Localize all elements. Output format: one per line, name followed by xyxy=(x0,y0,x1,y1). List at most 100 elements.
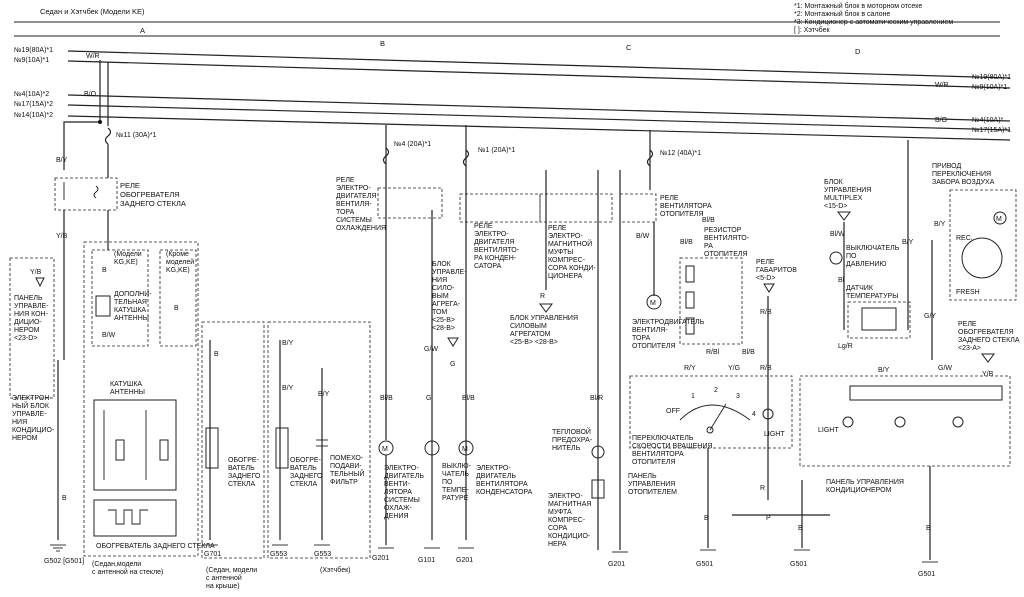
ground-g501-b: G501 xyxy=(790,561,807,568)
rear-defroster-2-4: СТЕКЛА xyxy=(228,481,255,488)
cooling-motor-icon: M xyxy=(382,446,388,453)
rear-defrost-relay-label-1: РЕЛЕ xyxy=(120,181,140,190)
pressure-switch-1: ВЫКЛЮЧАТЕЛЬ xyxy=(846,245,900,252)
ground-g553-a: G553 xyxy=(270,551,287,558)
cooling-relay-7: ОХЛАЖДЕНИЯ xyxy=(336,225,386,232)
ac-panel-left-3: НИЯ КОН- xyxy=(14,311,49,318)
zone-label-b: B xyxy=(380,39,385,48)
fresh-label: FRESH xyxy=(956,289,980,296)
wire-b-w-1: B/W xyxy=(102,332,116,339)
wire-y-g: Y/G xyxy=(728,365,740,372)
heater-motor-1: ЭЛЕКТРОДВИГАТЕЛЬ xyxy=(632,319,705,326)
heater-resistor-4: ОТОПИТЕЛЯ xyxy=(704,251,748,258)
clutch-relay-5: КОМПРЕС- xyxy=(548,257,586,264)
ground-g553-b: G553 xyxy=(314,551,331,558)
rear-defroster-3-2: ВАТЕЛЬ xyxy=(290,465,317,472)
cooling-relay-5: ТОРА xyxy=(336,209,355,216)
cond-motor-2: ДВИГАТЕЛЬ xyxy=(476,473,516,480)
wire-r-2: R xyxy=(760,485,765,492)
ac-ecu-1: ЭЛЕКТРОН- xyxy=(12,395,52,402)
cond-relay-3: ДВИГАТЕЛЯ xyxy=(474,239,514,246)
wire-y-b-3: Y/B xyxy=(982,371,994,378)
wire-lg-r: Lg/R xyxy=(838,343,853,350)
feed-right-1: №19(80A)*1 xyxy=(972,74,1011,81)
heater-resistor-1: РЕЗИСТОР xyxy=(704,227,742,234)
cooling-relay-4: ВЕНТИЛЯ- xyxy=(336,201,372,208)
cooling-motor-1: ЭЛЕКТРО- xyxy=(384,465,419,472)
feed-left-3: №4(10A)*2 xyxy=(14,91,49,98)
wire-y-b-1: Y/B xyxy=(56,233,68,240)
ground-g501-c: G501 xyxy=(918,571,935,578)
wire-bl-b-5: Bl/B xyxy=(742,349,755,356)
recirc-3: ЗАБОРА ВОЗДУХА xyxy=(932,179,995,186)
clutch-relay-3: МАГНИТНОЙ xyxy=(548,239,592,248)
clutch-relay-6: СОРА КОНДИ- xyxy=(548,265,596,272)
pcm-5: ВЫМ xyxy=(432,293,449,300)
heater-resistor-3: РА xyxy=(704,243,713,250)
zone-label-c: C xyxy=(626,43,632,52)
rear-defroster-3-1: ОБОГРЕ- xyxy=(290,457,322,464)
recirc-1: ПРИВОД xyxy=(932,163,961,170)
fuse-4-label: №4 (20A)*1 xyxy=(394,141,431,148)
cooling-motor-2: ДВИГАТЕЛЬ xyxy=(384,473,424,480)
zone-label-a: A xyxy=(140,26,145,35)
clutch-relay-7: ЦИОНЕРА xyxy=(548,273,583,280)
noise-filter-2: ПОДАВИ- xyxy=(330,463,362,470)
fuse-11-label: №11 (30A)*1 xyxy=(116,132,157,139)
clutch-6: КОНДИЦИО- xyxy=(548,533,591,540)
cond-motor-3: ВЕНТИЛЯТОРА xyxy=(476,481,528,488)
wire-b-o-right: B/O xyxy=(935,117,948,124)
diagram-title: Седан и Хэтчбек (Модели KE) xyxy=(40,7,145,16)
wire-b-4: B xyxy=(214,351,219,358)
ac-panel-left-6: <23-D> xyxy=(14,335,37,342)
multiplex-1: БЛОК xyxy=(824,179,844,186)
wire-r-b-2: R/B xyxy=(760,365,772,372)
switch-pos-3: 3 xyxy=(736,393,740,400)
heater-motor-3: ТОРА xyxy=(632,335,651,342)
cond-relay-4: ВЕНТИЛЯТО- xyxy=(474,247,520,254)
rear-defrost-relay-label-3: ЗАДНЕГО СТЕКЛА xyxy=(120,199,186,208)
feed-right-4: №17(15A)*1 xyxy=(972,127,1011,134)
pcm-3: НИЯ xyxy=(432,277,447,284)
cooling-motor-6: ОХЛАЖ- xyxy=(384,505,413,512)
pcm-8: <25-B> xyxy=(432,317,455,324)
sedan-roof-1: (Седан, модели xyxy=(206,567,257,574)
ground-g502: G502 [G501] xyxy=(44,558,84,565)
wire-g-w-2: G/W xyxy=(938,365,952,372)
models-kg-ke-2: KG,KE) xyxy=(114,259,138,266)
ac-ecu-2: НЫЙ БЛОК xyxy=(12,401,50,410)
extra-coil-4: АНТЕННЫ xyxy=(114,315,149,322)
rear-relay-2-2: ОБОГРЕВАТЕЛЯ xyxy=(958,329,1014,336)
wire-b-2: B xyxy=(102,267,107,274)
ac-panel-left-2: УПРАВЛЕ- xyxy=(14,303,49,310)
cond-relay-6: САТОРА xyxy=(474,263,502,270)
feed-left-4: №17(15A)*2 xyxy=(14,101,53,108)
clutch-5: СОРА xyxy=(548,525,568,532)
temp-switch-3: ПО xyxy=(442,479,453,486)
thermal-fuse-2: ПРЕДОХРА- xyxy=(552,437,593,444)
multiplex-4: <15-D> xyxy=(824,203,847,210)
wire-bl: Bl xyxy=(838,277,845,284)
wire-p: P xyxy=(766,515,771,522)
wire-r-b-1: R/B xyxy=(760,309,772,316)
heater-motor-4: ОТОПИТЕЛЯ xyxy=(632,343,676,350)
temp-switch-1: ВЫКЛЮ- xyxy=(442,463,472,470)
ground-g501-a: G501 xyxy=(696,561,713,568)
rear-defroster-3-3: ЗАДНЕГО xyxy=(290,473,323,480)
note-3: *3: Кондиционер с автоматическим управле… xyxy=(794,19,953,26)
wire-b-o-left: B/O xyxy=(84,91,97,98)
temp-sensor-1: ДАТЧИК xyxy=(846,285,874,292)
rear-defroster-2-2: ВАТЕЛЬ xyxy=(228,465,255,472)
switch-pos-2: 2 xyxy=(714,387,718,394)
models-kg-ke: (Модели xyxy=(114,251,142,258)
wire-b-7: B xyxy=(926,525,931,532)
pcm-2-3: АГРЕГАТОМ xyxy=(510,331,551,338)
wire-bl-w: Bl/W xyxy=(830,231,845,238)
note-4: [ ]: Хэтчбек xyxy=(794,26,830,34)
heater-relay-3: ОТОПИТЕЛЯ xyxy=(660,211,704,218)
rear-relay-2-1: РЕЛЕ xyxy=(958,321,977,328)
pcm-2: УПРАВЛЕ- xyxy=(432,269,467,276)
temp-switch-2: ЧАТЕЛЬ xyxy=(442,471,469,478)
wire-bl-r: Bl/R xyxy=(590,395,603,402)
fan-switch-1: ПЕРЕКЛЮЧАТЕЛЬ xyxy=(632,435,694,442)
